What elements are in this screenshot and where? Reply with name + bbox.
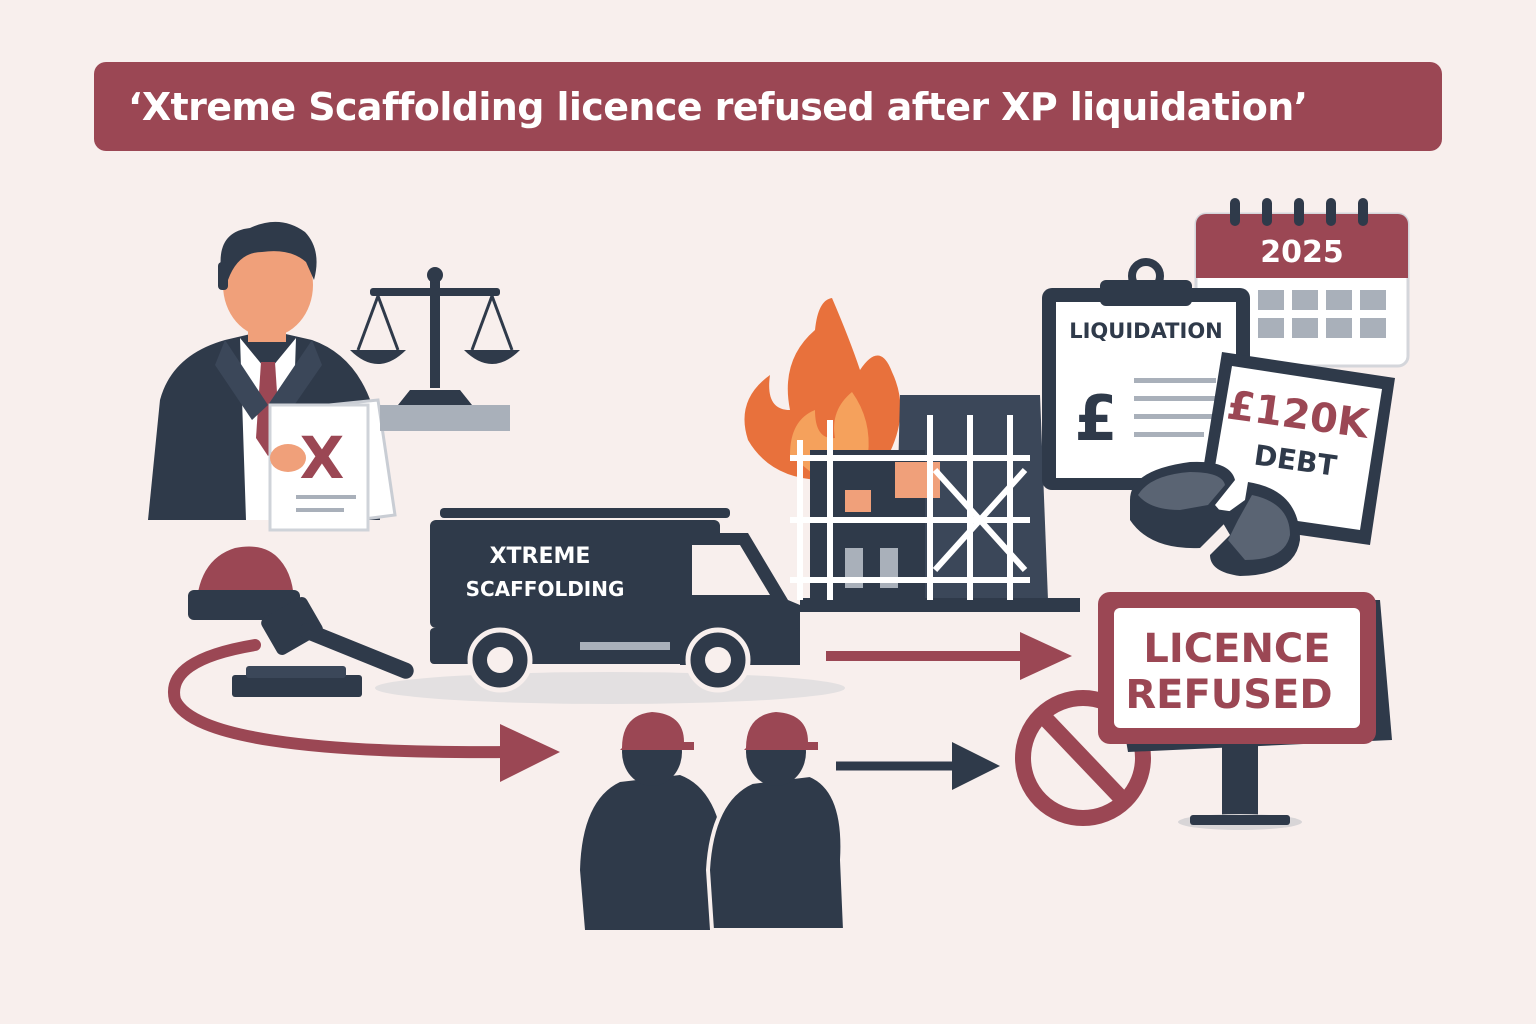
headline-banner: ‘Xtreme Scaffolding licence refused afte… (94, 62, 1442, 151)
clipboard-icon: LIQUIDATION £ (1042, 258, 1250, 490)
currency-symbol: £ (1074, 382, 1117, 455)
workers-icon (580, 712, 848, 932)
arrow-icon-lower (836, 742, 1000, 790)
truck-label-line2: SCAFFOLDING (466, 577, 625, 601)
truck-label-line1: XTREME (490, 544, 591, 569)
calendar-year: 2025 (1260, 235, 1344, 270)
truck-icon: XTREME SCAFFOLDING (375, 508, 845, 704)
scales-of-justice-icon (350, 267, 520, 431)
sign-line1: LICENCE (1143, 626, 1330, 672)
sign-line2: REFUSED (1125, 672, 1332, 718)
burning-scaffold-building-icon (744, 298, 1080, 612)
arrow-icon (826, 632, 1072, 680)
refusal-x-mark: X (300, 424, 345, 492)
hard-hat-icon (188, 546, 300, 620)
headline-text: ‘Xtreme Scaffolding licence refused afte… (128, 84, 1308, 129)
refusal-document: X (268, 398, 397, 532)
prohibited-icon (1015, 690, 1151, 826)
businessman-icon (148, 221, 380, 520)
gavel-icon (232, 597, 414, 697)
sign-icon: LICENCE REFUSED (1098, 592, 1392, 830)
curved-arrow-icon (168, 639, 560, 782)
broken-coin-icon (1130, 461, 1300, 576)
clipboard-title: LIQUIDATION (1069, 319, 1223, 343)
